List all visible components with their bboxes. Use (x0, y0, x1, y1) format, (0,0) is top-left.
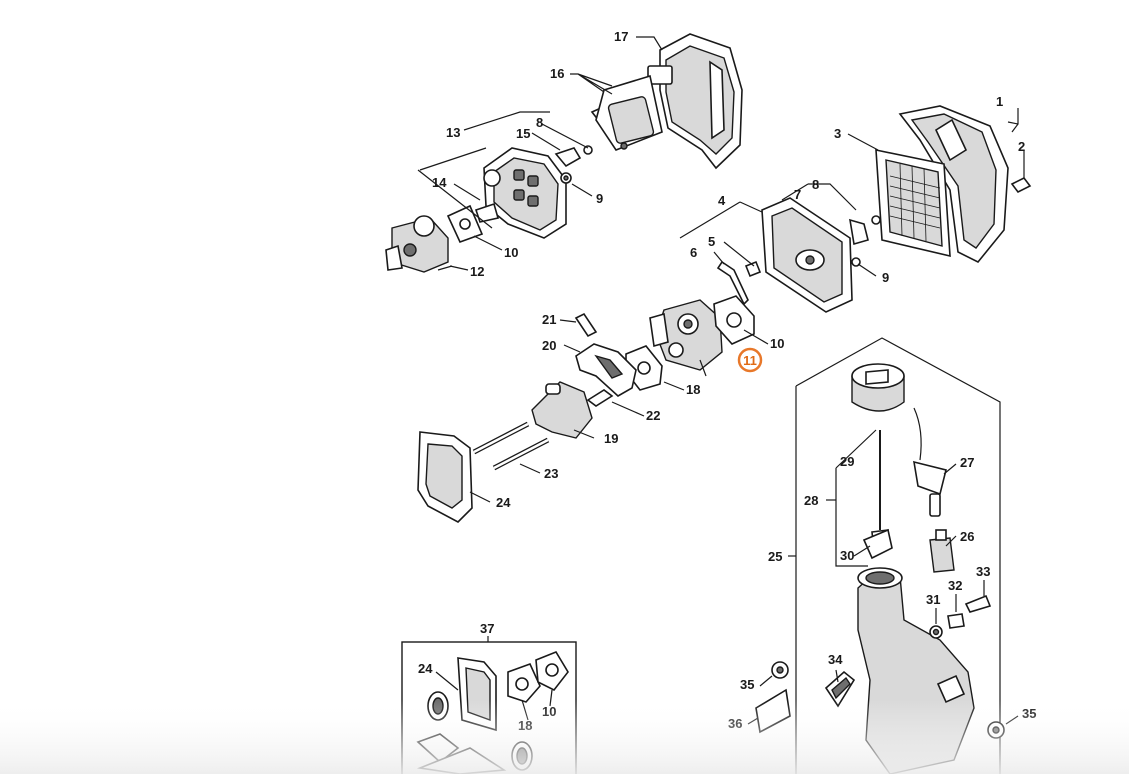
highlighted-callout-11[interactable]: 11 (737, 347, 763, 373)
air-filter-cover[interactable] (647, 33, 743, 170)
pin[interactable] (716, 260, 762, 306)
callout-34[interactable]: 34 (828, 652, 843, 667)
bolt-long[interactable] (472, 421, 550, 471)
callout-10[interactable]: 10 (504, 245, 518, 260)
callout-33[interactable]: 33 (976, 564, 990, 579)
bolt-33[interactable] (964, 594, 992, 613)
screw[interactable] (1010, 176, 1032, 194)
callout-7[interactable]: 7 (794, 187, 801, 202)
callout-35[interactable]: 35 (740, 677, 754, 692)
air-filter-element[interactable] (590, 74, 663, 151)
callout-17[interactable]: 17 (614, 29, 628, 44)
nut[interactable] (851, 215, 881, 267)
callout-11[interactable]: 11 (743, 353, 757, 368)
filter-element[interactable] (875, 149, 951, 258)
grommet-31[interactable] (929, 625, 943, 639)
gasket-main[interactable] (713, 295, 755, 345)
valve-32[interactable] (947, 613, 965, 629)
choke-lever[interactable] (554, 147, 582, 168)
callout-31[interactable]: 31 (926, 592, 940, 607)
fuel-filter[interactable] (929, 529, 955, 573)
throttle-shaft[interactable] (474, 202, 500, 223)
carburetor-main[interactable] (649, 299, 723, 377)
callout-25[interactable]: 25 (768, 549, 782, 564)
callout-5[interactable]: 5 (708, 234, 715, 249)
callout-24[interactable]: 24 (418, 661, 433, 676)
carburetor-small[interactable] (385, 215, 453, 273)
bottom-fade (0, 700, 1129, 774)
heat-shield-plate[interactable] (417, 431, 473, 523)
callout-8[interactable]: 8 (536, 115, 543, 130)
callout-32[interactable]: 32 (948, 578, 962, 593)
callout-23[interactable]: 23 (544, 466, 558, 481)
callout-24[interactable]: 24 (496, 495, 511, 510)
nut-small[interactable] (560, 145, 593, 184)
callout-9[interactable]: 9 (596, 191, 603, 206)
callout-2[interactable]: 2 (1018, 139, 1025, 154)
callout-27[interactable]: 27 (960, 455, 974, 470)
callout-10[interactable]: 10 (770, 336, 784, 351)
callout-15[interactable]: 15 (516, 126, 530, 141)
screw-22[interactable] (586, 389, 614, 407)
callout-12[interactable]: 12 (470, 264, 484, 279)
weight-30[interactable] (862, 528, 893, 560)
callout-26[interactable]: 26 (960, 529, 974, 544)
callout-20[interactable]: 20 (542, 338, 556, 353)
callout-19[interactable]: 19 (604, 431, 618, 446)
callout-3[interactable]: 3 (834, 126, 841, 141)
callout-18[interactable]: 18 (686, 382, 700, 397)
callout-9[interactable]: 9 (882, 270, 889, 285)
callout-21[interactable]: 21 (542, 312, 556, 327)
heat-shield[interactable] (575, 343, 637, 397)
gasket-small[interactable] (446, 204, 484, 244)
callout-22[interactable]: 22 (646, 408, 660, 423)
callout-6[interactable]: 6 (690, 245, 697, 260)
fuel-hose[interactable] (913, 407, 947, 517)
gasket-intake[interactable] (625, 345, 663, 391)
callout-4[interactable]: 4 (718, 193, 726, 208)
callout-16[interactable]: 16 (550, 66, 564, 81)
intake-manifold[interactable] (531, 381, 593, 439)
mounting-plate[interactable] (761, 197, 869, 313)
callout-29[interactable]: 29 (840, 454, 854, 469)
callout-30[interactable]: 30 (840, 548, 854, 563)
callout-1[interactable]: 1 (996, 94, 1003, 109)
callout-37[interactable]: 37 (480, 621, 494, 636)
callout-14[interactable]: 14 (432, 175, 447, 190)
carburetor-box[interactable] (483, 147, 567, 239)
callout-8[interactable]: 8 (812, 177, 819, 192)
callout-28[interactable]: 28 (804, 493, 818, 508)
callout-13[interactable]: 13 (446, 125, 460, 140)
screw-21[interactable] (574, 312, 598, 338)
fuel-cap[interactable] (851, 363, 905, 412)
